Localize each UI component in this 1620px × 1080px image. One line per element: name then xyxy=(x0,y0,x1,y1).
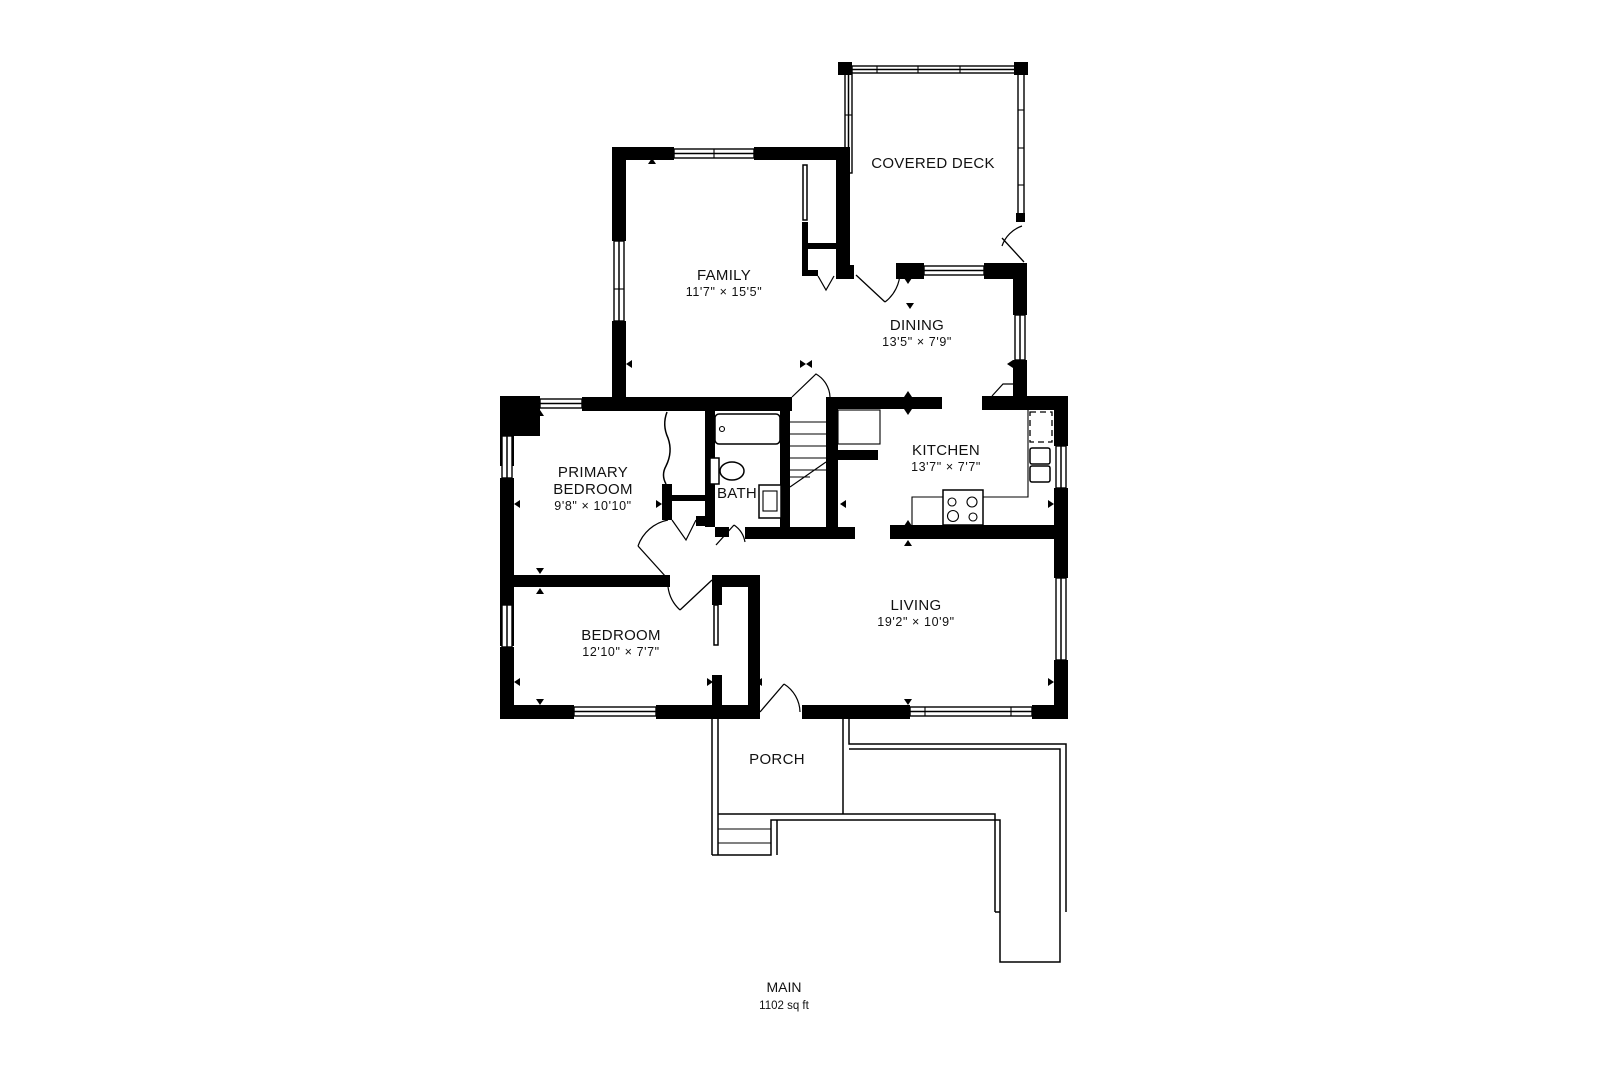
stairs-icon xyxy=(789,421,827,488)
room-label-family: FAMILY 11'7" × 15'5" xyxy=(685,267,763,299)
floor-name: MAIN xyxy=(766,979,802,995)
sink-icon xyxy=(1029,447,1051,465)
room-label-primary-bedroom: PRIMARY BEDROOM 9'8" × 10'10" xyxy=(553,464,633,513)
exterior-walls xyxy=(500,147,1068,719)
bathtub-icon xyxy=(714,413,781,445)
room-name-line2: BEDROOM xyxy=(553,480,633,498)
room-name: DINING xyxy=(889,317,945,334)
room-name: COVERED DECK xyxy=(871,155,995,172)
room-name-line1: PRIMARY xyxy=(557,464,629,481)
room-dimensions: 12'10" × 7'7" xyxy=(582,644,660,659)
covered-deck-enclosure xyxy=(838,62,1028,263)
room-dimensions: 11'7" × 15'5" xyxy=(685,284,763,299)
toilet-icon xyxy=(709,457,720,485)
room-name: PORCH xyxy=(749,751,805,768)
bath-fixtures xyxy=(709,413,782,519)
room-name: LIVING xyxy=(890,597,942,614)
room-label-porch: PORCH xyxy=(749,751,805,769)
room-dimensions: 9'8" × 10'10" xyxy=(554,498,632,513)
room-name: FAMILY xyxy=(696,267,752,284)
room-label-bedroom: BEDROOM 12'10" × 7'7" xyxy=(581,627,661,659)
room-name: KITCHEN xyxy=(912,442,980,459)
room-dimensions: 13'5" × 7'9" xyxy=(882,334,952,349)
room-name: BATH xyxy=(716,485,758,502)
floor-caption: MAIN 1102 sq ft xyxy=(759,979,809,1013)
room-name: BEDROOM xyxy=(581,627,661,644)
room-label-dining: DINING 13'5" × 7'9" xyxy=(882,317,952,349)
porch-outline xyxy=(711,719,1067,963)
room-label-kitchen: KITCHEN 13'7" × 7'7" xyxy=(911,442,981,474)
kitchen-fixtures xyxy=(911,410,1053,526)
sink-icon xyxy=(758,484,782,519)
floor-area: 1102 sq ft xyxy=(759,999,809,1012)
room-dimensions: 19'2" × 10'9" xyxy=(877,614,955,629)
room-dimensions: 13'7" × 7'7" xyxy=(911,459,981,474)
room-label-bath: BATH xyxy=(716,485,758,503)
room-label-living: LIVING 19'2" × 10'9" xyxy=(877,597,955,629)
dimension-marker-icon xyxy=(514,158,1054,705)
room-label-covered-deck: COVERED DECK xyxy=(871,155,995,173)
